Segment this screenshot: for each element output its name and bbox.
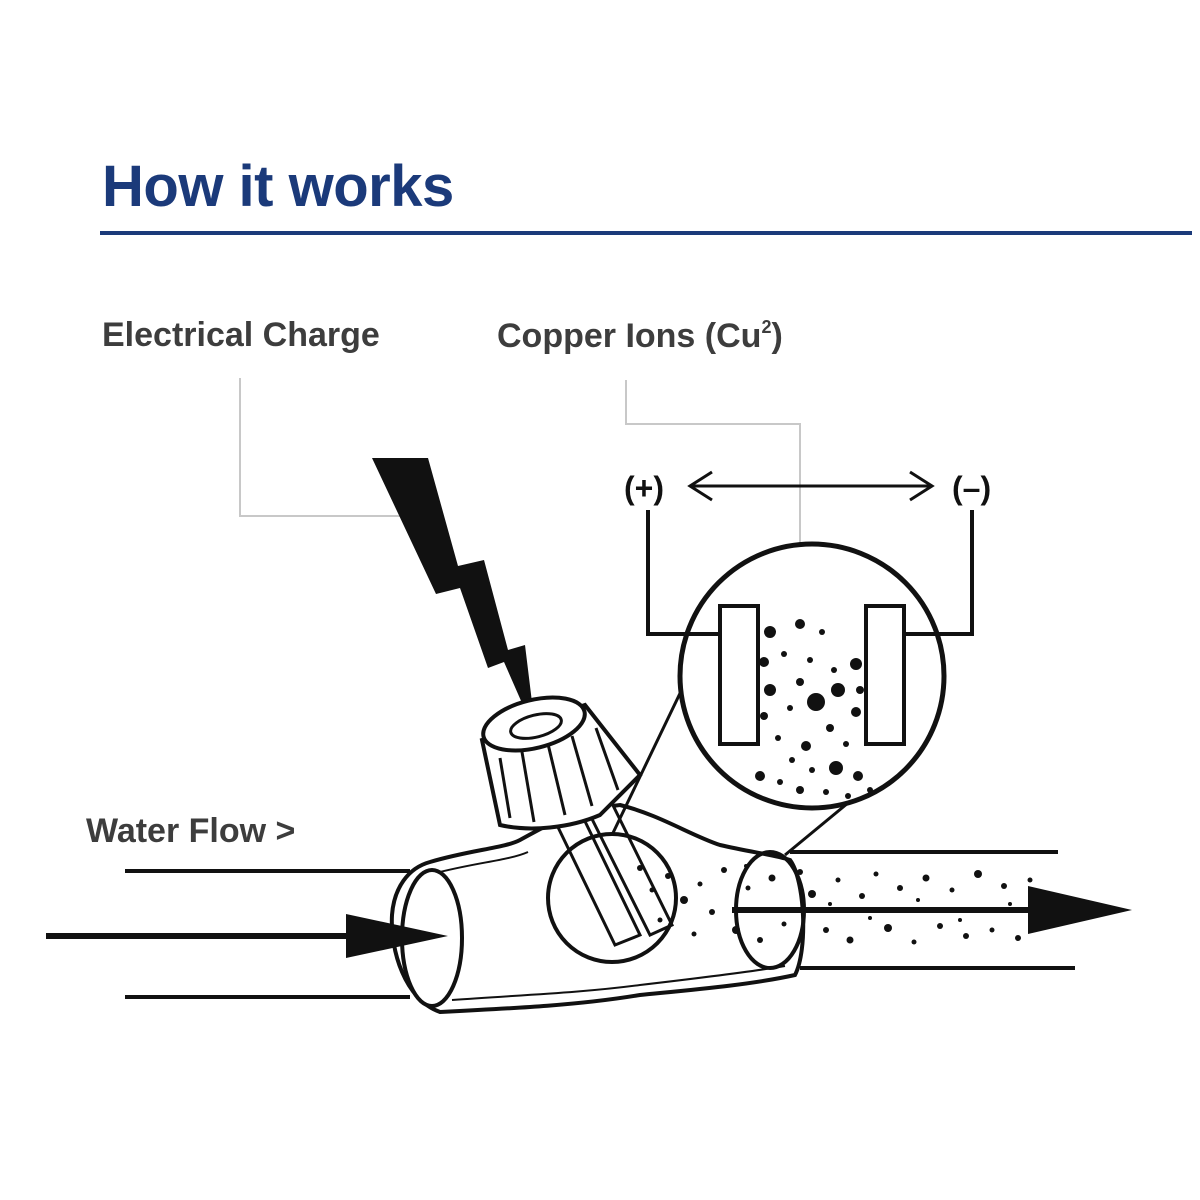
page-title: How it works	[102, 154, 454, 219]
copper-ions-leader-line	[625, 380, 801, 620]
copper-ions-label: Copper Ions (Cu2)	[497, 318, 783, 353]
positive-electrode-plate	[718, 604, 760, 746]
water-flow-label: Water Flow >	[86, 812, 296, 850]
copper-ions-text: Copper Ions (Cu	[497, 317, 762, 355]
copper-ions-superscript: 2	[761, 317, 772, 337]
lightning-bolt-icon	[372, 458, 536, 735]
polarity-arrow-right-head	[909, 470, 935, 502]
ionizer-housing-inner	[439, 851, 786, 1001]
positive-wire	[646, 510, 720, 636]
negative-electrode-plate	[864, 604, 906, 746]
outflow-arrow-head	[1028, 886, 1132, 934]
electrical-charge-leader-line	[239, 378, 414, 517]
copper-ions-close: )	[771, 317, 783, 355]
inflow-arrow-head	[346, 914, 448, 958]
copper-ion-particles-stream	[637, 864, 1033, 945]
copper-ion-particles-magnified	[755, 619, 873, 799]
polarity-arrow-left-head	[687, 470, 713, 502]
electrical-charge-label: Electrical Charge	[102, 316, 380, 354]
cap-ridges	[498, 727, 620, 823]
positive-terminal-label: (+)	[624, 470, 664, 506]
negative-wire	[904, 510, 974, 636]
cap-top-inner	[509, 712, 563, 740]
negative-terminal-label: (–)	[952, 470, 992, 506]
title-underline	[100, 231, 1192, 235]
